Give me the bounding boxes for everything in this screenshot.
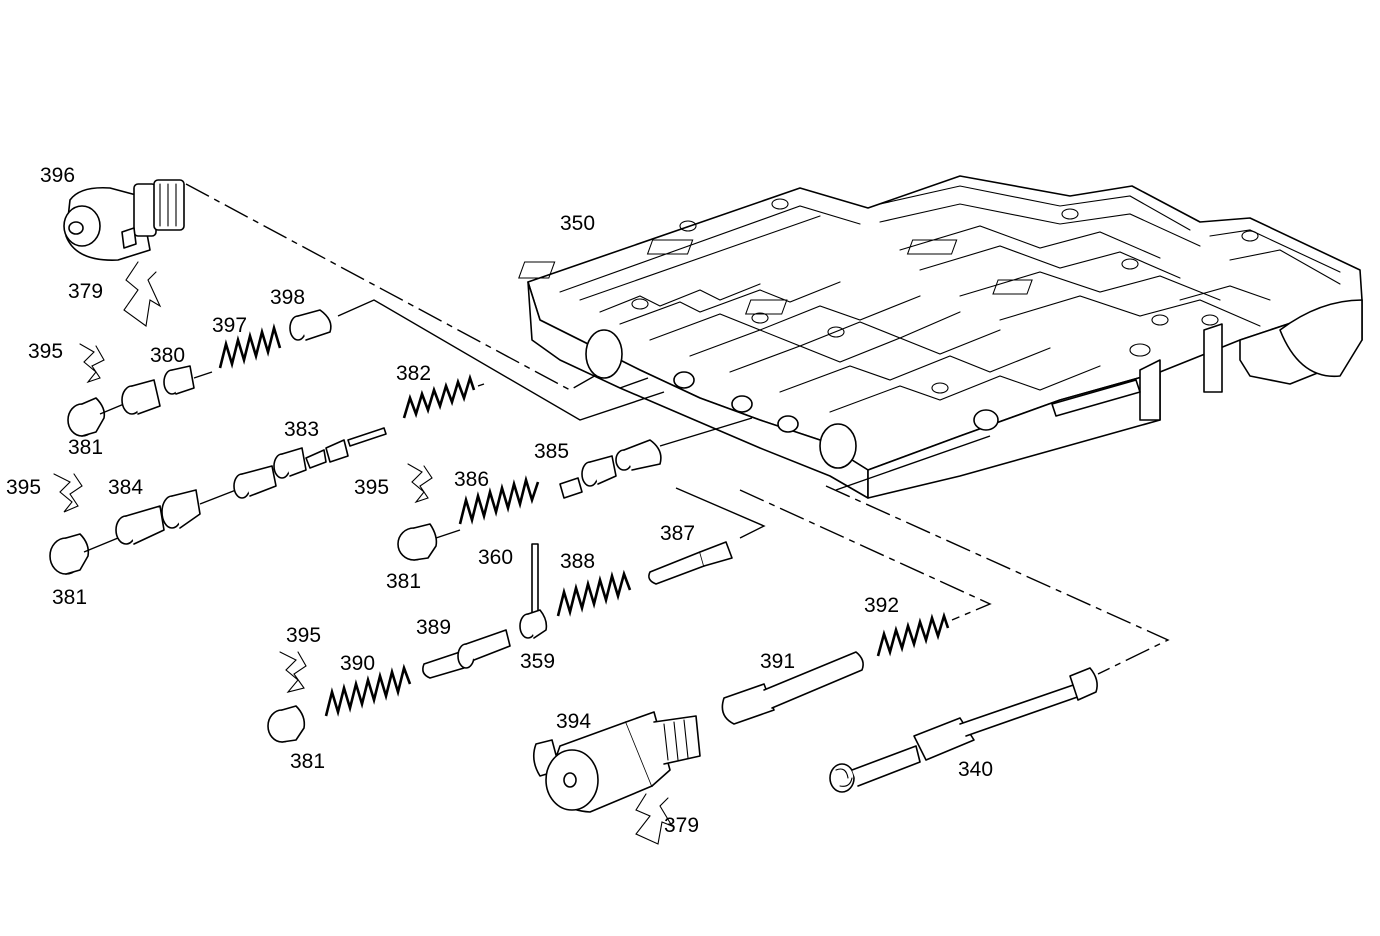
spring-386 [458,475,540,525]
spring-382 [402,373,476,419]
label-384: 384 [108,476,143,499]
spring-390 [324,663,412,717]
label-350: 350 [560,212,595,235]
label-381-c: 381 [386,570,421,593]
valve-384 [83,489,237,553]
spring-388 [556,569,632,617]
label-379-upper: 379 [68,280,103,303]
label-386: 386 [454,468,489,491]
label-379-lower: 379 [664,814,699,837]
label-381-b: 381 [52,586,87,609]
label-359: 359 [520,650,555,673]
callout-labels: 396 379 350 398 397 395 380 381 382 383 … [6,164,993,837]
label-396: 396 [40,164,75,187]
label-390: 390 [340,652,375,675]
clip-379-lower [635,793,674,845]
label-387: 387 [660,522,695,545]
plug-381-a [67,397,106,437]
valve-387 [648,541,733,585]
label-388: 388 [560,550,595,573]
label-395-c: 395 [354,476,389,499]
clip-395-b [53,473,83,513]
part-359 [519,609,548,639]
spring-397 [218,323,282,369]
spring-392 [876,611,950,657]
valve-389 [422,629,511,679]
clip-379-upper [123,261,162,327]
valve-380 [99,365,213,415]
label-381-a: 381 [68,436,103,459]
valve-391 [721,651,864,725]
valve-body-350 [518,175,1363,499]
pin-360 [531,543,539,621]
label-392: 392 [864,594,899,617]
label-381-d: 381 [290,750,325,773]
label-340: 340 [958,758,993,781]
label-397: 397 [212,314,247,337]
valve-398 [289,309,332,341]
label-383: 383 [284,418,319,441]
clip-395-c [407,463,433,504]
plug-381-c [397,523,438,561]
clip-395-d [279,651,307,693]
valve-383 [233,427,387,499]
label-394: 394 [556,710,591,733]
plug-381-b [49,533,90,575]
label-389: 389 [416,616,451,639]
label-398: 398 [270,286,305,309]
label-360: 360 [478,546,513,569]
solenoid-396 [63,179,185,261]
valve-340 [829,667,1098,793]
clip-395-a [79,343,105,384]
valve-385 [435,439,662,539]
label-382: 382 [396,362,431,385]
alignment-lines [185,183,1170,675]
label-395-d: 395 [286,624,321,647]
plug-381-d [267,705,306,743]
label-380: 380 [150,344,185,367]
label-395-a: 395 [28,340,63,363]
label-391: 391 [760,650,795,673]
label-385: 385 [534,440,569,463]
label-395-b: 395 [6,476,41,499]
solenoid-394 [532,711,701,813]
